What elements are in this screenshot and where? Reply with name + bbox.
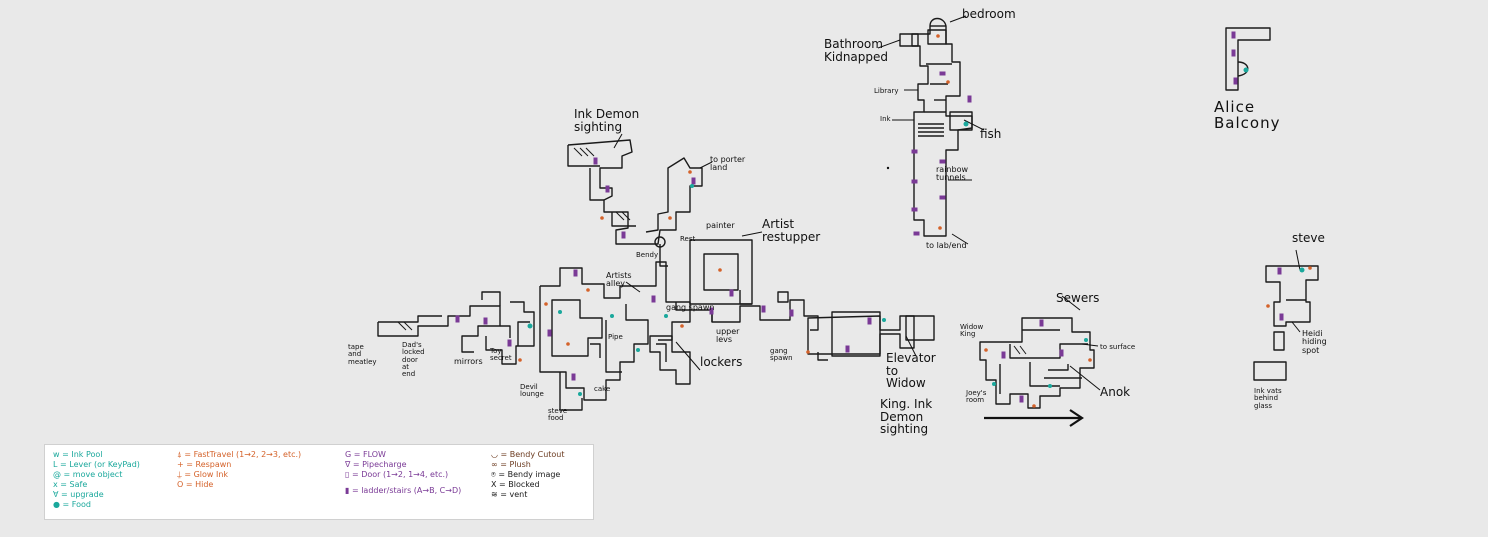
label-lockers: lockers [700, 355, 743, 369]
legend-item: L = Lever (or KeyPad) [53, 460, 140, 469]
label-cake: cake [594, 385, 611, 393]
legend-item: ⍋ = FastTravel (1→2, 2→3, etc.) [177, 450, 302, 459]
label-library: Library [874, 87, 899, 95]
label-alice-balcony: Alice Balcony [1214, 98, 1281, 132]
legend-item: ≋ = vent [491, 490, 528, 499]
label-bendy: Bendy [636, 251, 659, 259]
label-sewers: Sewers [1056, 291, 1100, 305]
label-bedroom: bedroom [962, 7, 1016, 21]
legend-item: X = Blocked [491, 480, 540, 489]
legend-item: G = FLOW [345, 450, 386, 459]
leader-lines [613, 15, 1301, 391]
label-elevator-to-widow: Elevator to Widow [886, 351, 936, 391]
map-legend: w = Ink Pool L = Lever (or KeyPad) @ = m… [44, 444, 594, 520]
label-artist-restupper: Artist restupper [762, 217, 821, 244]
legend-item: ▯ = Door (1→2, 1→4, etc.) [345, 470, 449, 479]
legend-item: x = Safe [53, 480, 88, 489]
label-mirrors: mirrors [454, 357, 483, 366]
label-teleporter-land: to porter land [710, 155, 746, 173]
legend-item: w = Ink Pool [53, 450, 103, 459]
label-widow-king: Widow King [960, 323, 984, 339]
label-toy-secret: Toy secret [490, 347, 512, 363]
legend-col-1: w = Ink Pool L = Lever (or KeyPad) @ = m… [53, 450, 140, 510]
label-king-ink-demon: King. Ink Demon sighting [880, 397, 933, 437]
legend-item: + = Respawn [177, 460, 232, 469]
sewer-arrow [984, 409, 1084, 427]
label-upper-levs: upper levs [716, 327, 740, 345]
legend-item: ⍊ = Glow Ink [177, 470, 229, 479]
legend-item: O = Hide [177, 480, 214, 489]
label-steve-food: steve food [548, 407, 568, 423]
label-ink: Ink [880, 115, 891, 123]
label-steve: steve [1292, 231, 1325, 245]
legend-item: ▮ = ladder/stairs (A→B, C→D) [345, 486, 462, 495]
label-heidi-hiding-spot: Heidi hiding spot [1302, 329, 1327, 355]
label-painter: painter [706, 221, 735, 230]
label-pipe: Pipe [608, 333, 623, 341]
legend-col-2: ⍋ = FastTravel (1→2, 2→3, etc.) + = Resp… [177, 450, 301, 490]
label-to-surface: to surface [1100, 343, 1136, 351]
legend-item: @ = move object [53, 470, 123, 479]
legend-item: ◡ = Bendy Cutout [491, 450, 565, 459]
legend-item: ∀ = upgrade [53, 490, 104, 499]
label-gang-spawn: gang spawn [770, 347, 793, 363]
label-gang-spawn-left: gang spawn [666, 303, 715, 312]
label-artists-alley: Artists alley [606, 271, 632, 289]
legend-item: ● = Food [53, 500, 91, 509]
legend-col-4: ◡ = Bendy Cutout ∞ = Plush ⍟ = Bendy ima… [491, 450, 565, 500]
label-dads-locked-door: Dad's locked door at end [402, 341, 425, 379]
label-fish: fish [980, 127, 1002, 141]
legend-item: ∞ = Plush [491, 460, 531, 469]
label-devil-lounge: Devil lounge [520, 383, 544, 399]
label-tape-and-meatley: tape and meatley [348, 343, 377, 366]
label-rest: Rest [680, 235, 696, 243]
label-joeys-room: Joey's room [966, 389, 987, 405]
legend-col-3: G = FLOW ∇ = Pipecharge ▯ = Door (1→2, 1… [345, 450, 461, 495]
map-walls [377, 17, 1319, 411]
map-markers [455, 31, 1312, 408]
label-ink-vats: Ink vats behind glass [1254, 387, 1282, 410]
label-bathroom-kidnapped: Bathroom Kidnapped [824, 37, 889, 64]
legend-item: ∇ = Pipecharge [345, 460, 407, 469]
label-anok: Anok [1100, 385, 1131, 399]
label-to-lab-end: to lab/end [926, 241, 967, 250]
vent-hatching [397, 147, 1027, 355]
label-rainbow-tunnels: rainbow tunnels [936, 165, 968, 183]
label-ink-demon-sighting: Ink Demon sighting [574, 107, 640, 134]
legend-item: ⍟ = Bendy image [491, 470, 561, 479]
